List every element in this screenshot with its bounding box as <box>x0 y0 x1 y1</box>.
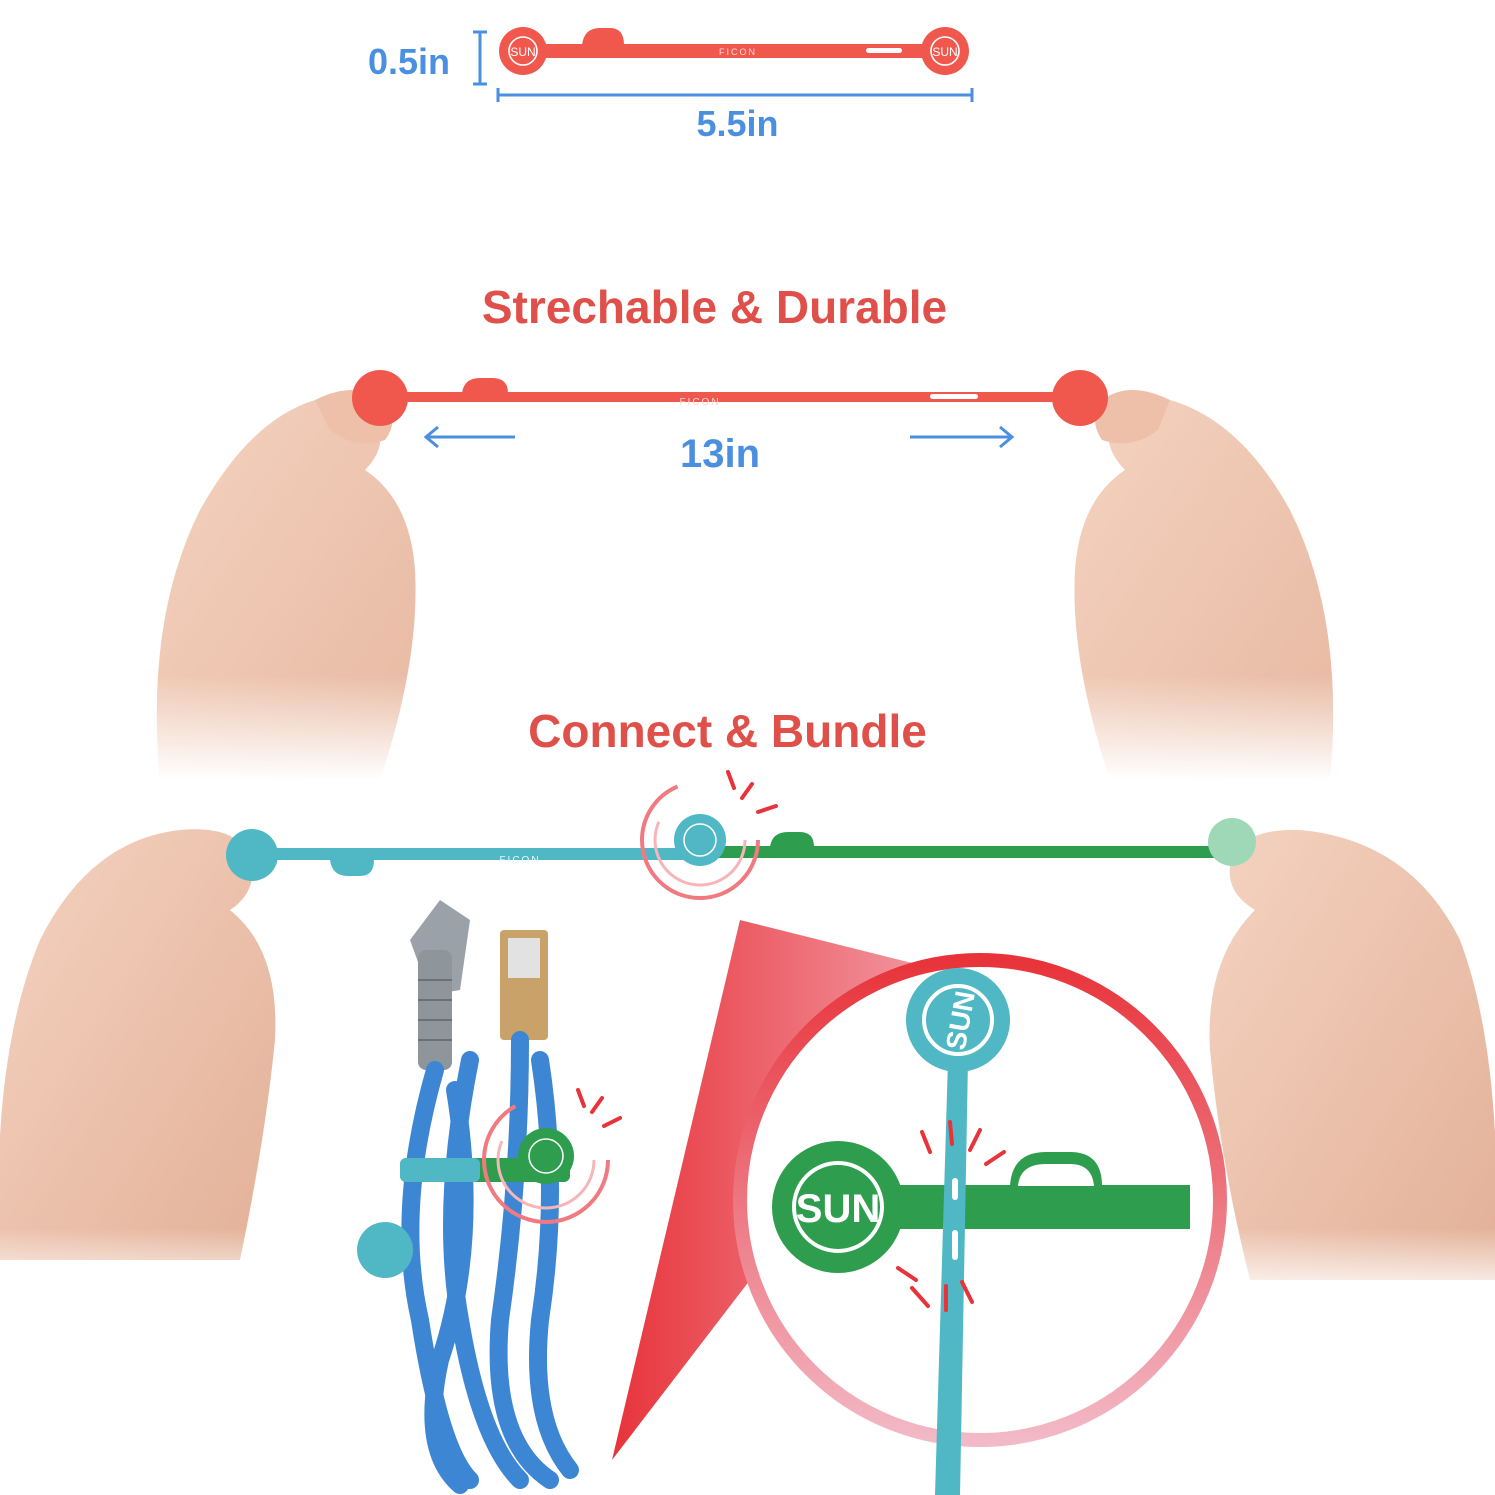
bundle-photo: FICON SUN SUN <box>0 770 1495 1495</box>
bundle-headline: Connect & Bundle <box>528 705 927 757</box>
stretch-headline: Strechable & Durable <box>481 281 948 333</box>
width-dimension-label: 5.5in <box>696 103 779 144</box>
teal-strap-top: FICON <box>226 829 710 881</box>
svg-text:SUN: SUN <box>510 45 535 59</box>
strap-dimension-diagram: SUN SUN FICON <box>473 27 974 102</box>
svg-text:SUN: SUN <box>932 45 957 59</box>
red-strap-small: SUN SUN FICON <box>499 27 969 75</box>
height-dimension-label: 0.5in <box>368 41 451 82</box>
stretch-length-label: 13in <box>680 432 761 476</box>
height-bracket <box>473 30 487 86</box>
usb-cable-bundle <box>357 900 622 1494</box>
connection-point <box>640 770 778 900</box>
stretch-photo: FICON <box>140 360 1350 780</box>
green-strap-top <box>710 818 1256 866</box>
zoom-detail-circle: SUN SUN <box>733 953 1227 1495</box>
svg-text:FICON: FICON <box>719 47 757 57</box>
svg-text:FICON: FICON <box>499 855 540 866</box>
width-bracket <box>496 88 974 102</box>
svg-text:SUN: SUN <box>796 1187 880 1231</box>
